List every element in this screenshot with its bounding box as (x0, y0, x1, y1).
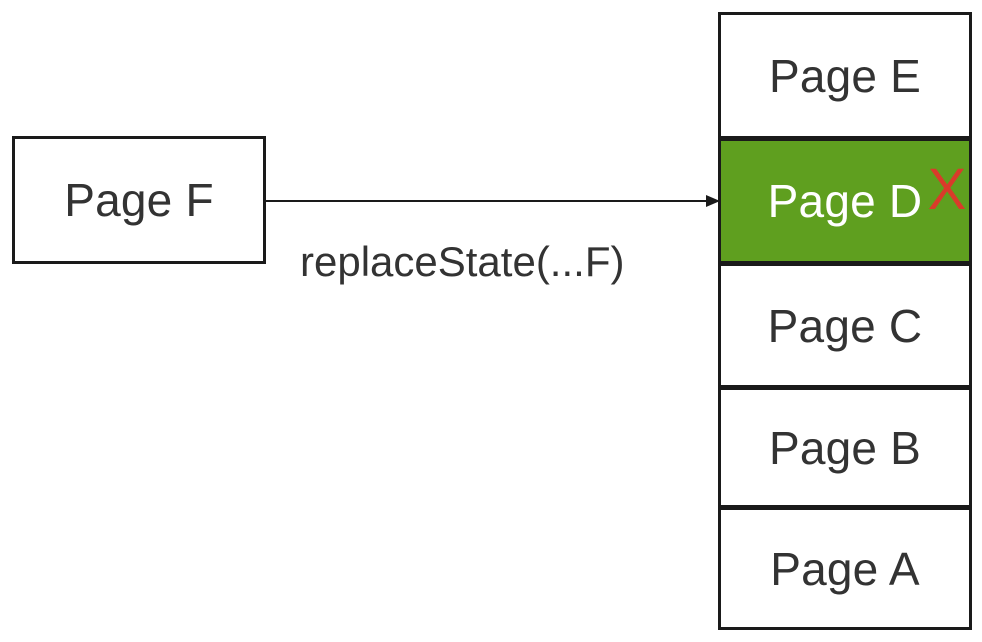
stack-item-label: Page E (768, 49, 922, 102)
stack-item-page-a: Page A (718, 507, 972, 630)
replace-state-label: replaceState(...F) (300, 238, 625, 285)
stack-item-page-d: Page D (718, 138, 972, 264)
stack-item-page-e: Page E (718, 12, 972, 139)
page-f-label: Page F (64, 174, 214, 226)
stack-item-label: Page D (767, 175, 923, 227)
stack-item-label: Page B (768, 421, 922, 474)
stack-item-label: Page C (767, 299, 923, 352)
stack-item-label: Page A (770, 542, 920, 595)
stack-item-page-b: Page B (718, 387, 972, 508)
removed-x-mark: X (927, 157, 967, 222)
stack-item-page-c: Page C (718, 263, 972, 388)
page-f-box: Page F (12, 136, 266, 264)
